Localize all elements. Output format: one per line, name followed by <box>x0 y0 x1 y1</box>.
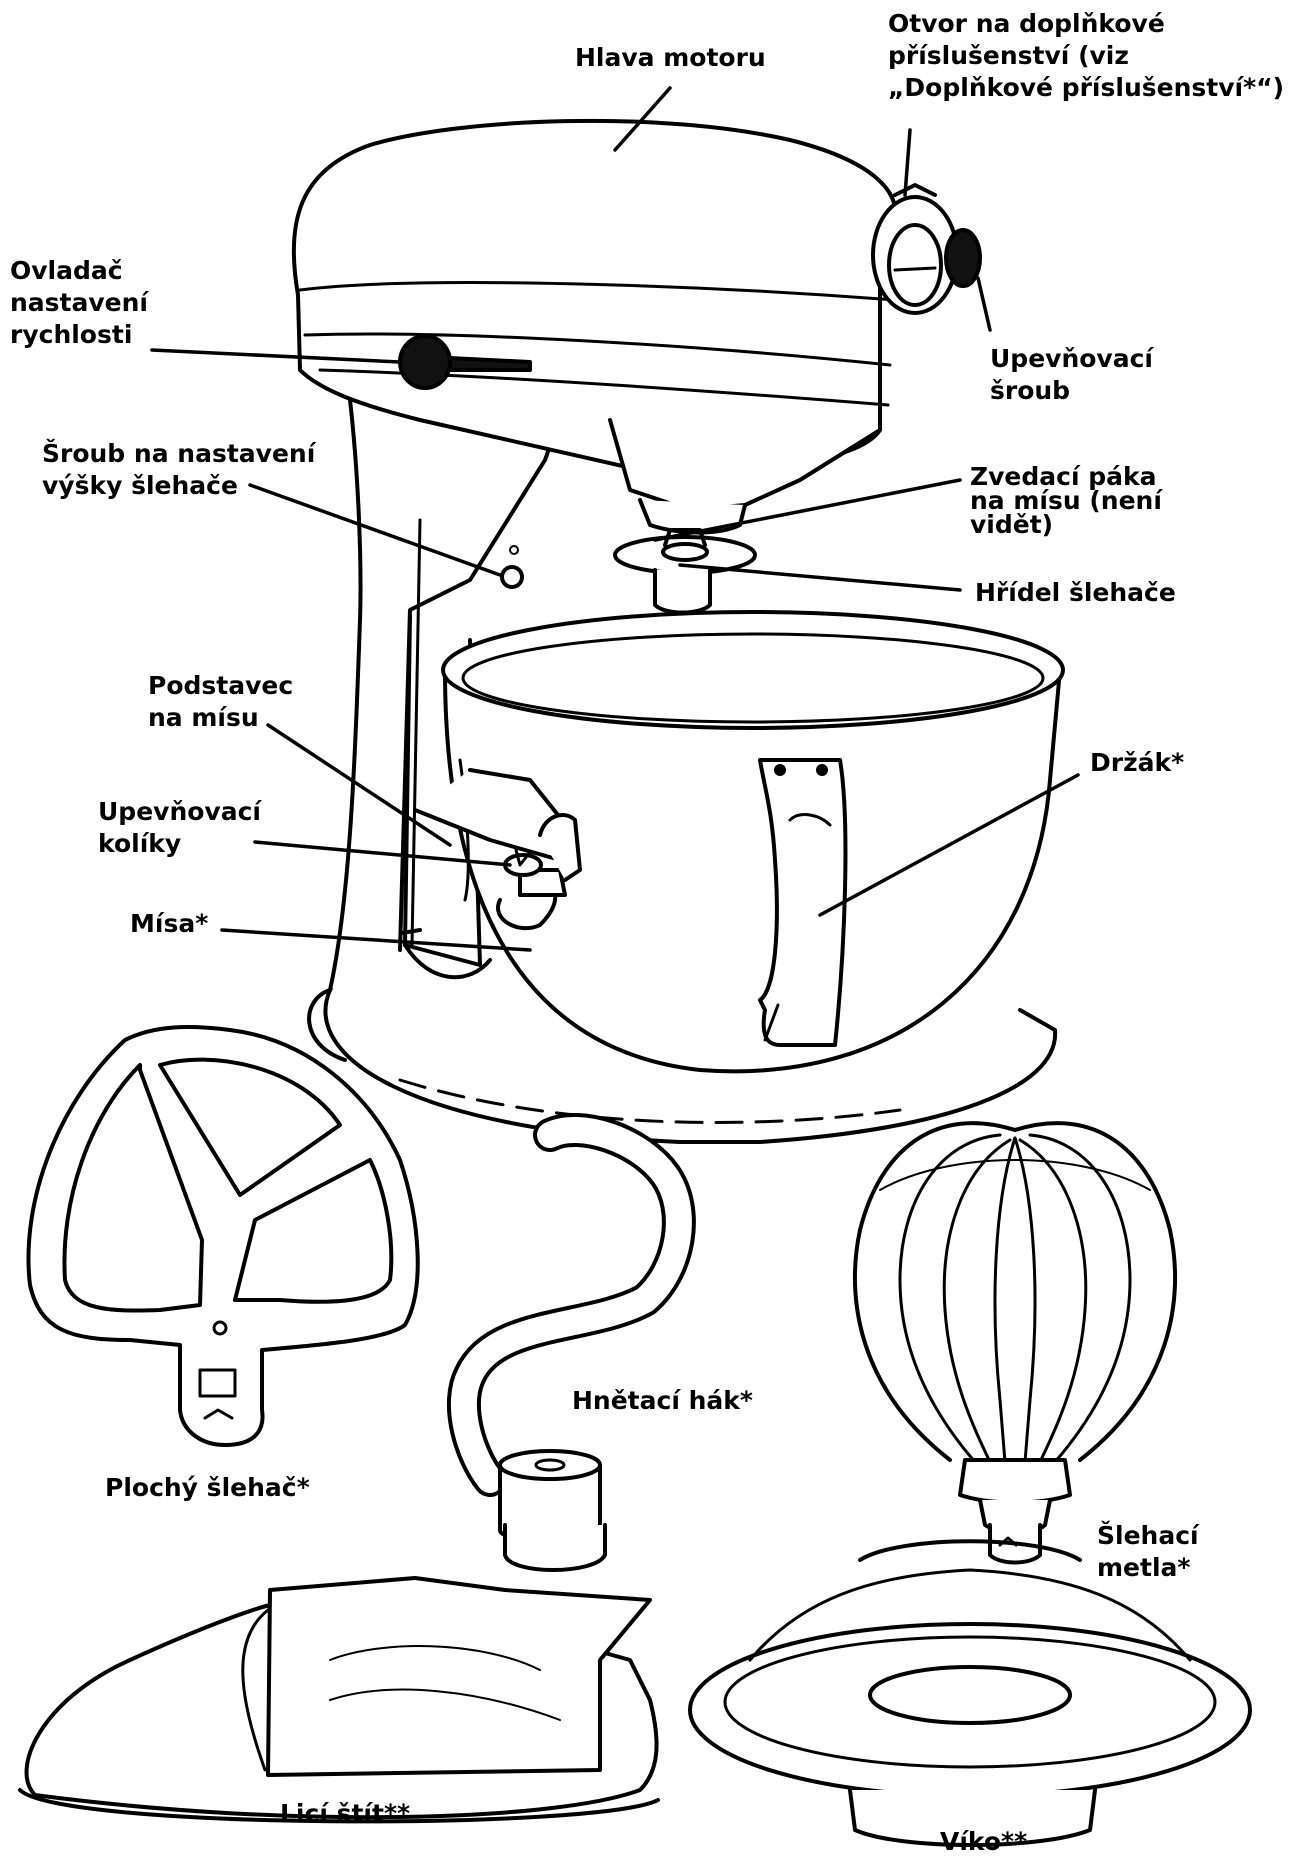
dough-hook-shape <box>446 1113 696 1572</box>
label-wire-whip-line-1: Šlehací <box>1097 1521 1199 1550</box>
label-lid: Víko** <box>940 1827 1028 1856</box>
label-beater-height-screw-line-1: Šroub na nastavení <box>42 439 316 468</box>
speed-control-shape <box>398 334 532 390</box>
leader-motor-head <box>613 86 672 152</box>
label-wire-whip: Šlehací metla* <box>1097 1520 1199 1584</box>
label-flat-beater: Plochý šlehač* <box>105 1473 310 1502</box>
label-speed-control-line-2: nastavení <box>10 288 148 317</box>
pouring-shield-shape <box>18 1576 660 1824</box>
label-locating-pins-line-1: Upevňovací <box>98 797 261 826</box>
label-bowl-lift-lever-line-2: na mísu (není <box>970 486 1162 515</box>
label-bowl-lift-lever: Zvedací páka na mísu (není vidět) <box>970 462 1162 539</box>
label-speed-control-line-1: Ovladač <box>10 256 123 285</box>
leader-locating-pins <box>253 840 512 867</box>
label-attachment-knob-line-2: šroub <box>990 376 1071 405</box>
label-bowl: Mísa* <box>130 909 209 938</box>
bowl-support-shape <box>413 768 582 931</box>
leader-beater-shaft <box>678 563 962 592</box>
label-speed-control: Ovladač nastavení rychlosti <box>10 255 148 351</box>
label-locating-pins-line-2: kolíky <box>98 829 182 858</box>
label-bowl-support-line-1: Podstavec <box>148 671 294 700</box>
label-motor-head: Hlava motoru <box>575 43 766 72</box>
label-wire-whip-line-2: metla* <box>1097 1553 1191 1582</box>
beater-shaft-shape <box>613 528 757 615</box>
leader-bowl-support <box>266 723 452 847</box>
leader-height-screw <box>248 483 502 577</box>
label-attachment-hub-line-3: „Doplňkové příslušenství*“) <box>888 73 1285 102</box>
label-beater-height-screw: Šroub na nastavení výšky šlehače <box>42 438 315 502</box>
label-speed-control-line-3: rychlosti <box>10 320 133 349</box>
label-bowl-support-line-2: na mísu <box>148 703 259 732</box>
attachment-knob-shape <box>944 228 982 288</box>
leader-attachment-knob <box>976 276 992 332</box>
leader-handle <box>818 773 1080 917</box>
flat-beater-shape <box>26 1025 420 1447</box>
label-bowl-lift-lever-line-1: Zvedací páka <box>970 462 1157 491</box>
leader-bowl-lift-lever <box>653 478 962 542</box>
label-pouring-shield: Licí štít** <box>280 1799 411 1828</box>
label-bowl-support: Podstavec na mísu <box>148 670 293 734</box>
label-locating-pins: Upevňovací kolíky <box>98 796 261 860</box>
label-beater-shaft: Hřídel šlehače <box>975 578 1176 607</box>
label-bowl-lift-lever-line-3: vidět) <box>970 510 1054 539</box>
label-beater-height-screw-line-2: výšky šlehače <box>42 471 238 500</box>
motor-head-shape <box>291 118 898 535</box>
wire-whip-shape <box>852 1121 1178 1565</box>
bowl-handle-shape <box>758 758 848 1047</box>
label-attachment-knob: Upevňovací šroub <box>990 343 1153 407</box>
label-attachment-knob-line-1: Upevňovací <box>990 344 1153 373</box>
leader-speed-control <box>150 348 402 364</box>
leader-bowl <box>220 928 532 952</box>
label-attachment-hub-line-1: Otvor na doplňkové <box>888 9 1165 38</box>
label-handle: Držák* <box>1090 748 1185 777</box>
bowl-shape <box>441 610 1065 1074</box>
lid-shape <box>688 1539 1252 1847</box>
leader-attachment-hub <box>903 128 912 197</box>
label-attachment-hub: Otvor na doplňkové příslušenství (viz „D… <box>888 8 1284 104</box>
label-dough-hook: Hnětací hák* <box>572 1386 753 1415</box>
label-attachment-hub-line-2: příslušenství (viz <box>888 41 1129 70</box>
attachment-hub-shape <box>871 183 959 315</box>
